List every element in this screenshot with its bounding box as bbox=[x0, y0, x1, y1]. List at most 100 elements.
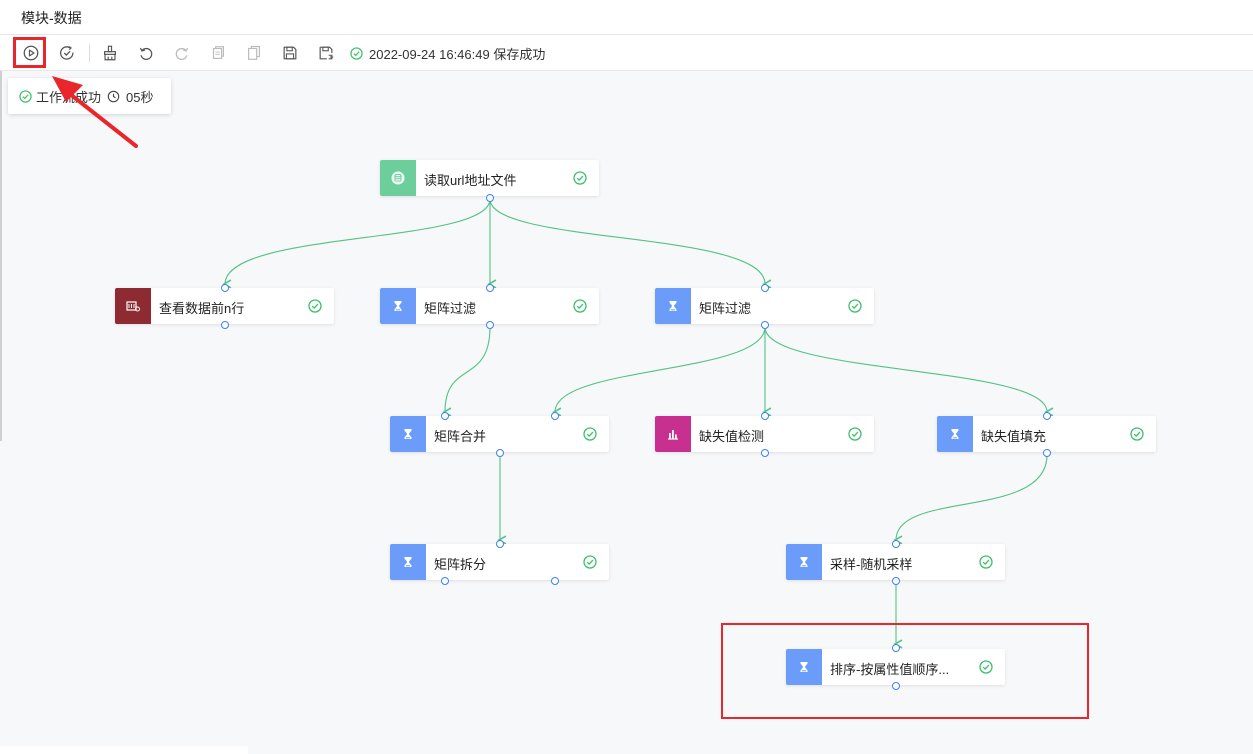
node-missing-value-fill[interactable]: 缺失值填充 bbox=[937, 416, 1156, 452]
input-port[interactable] bbox=[221, 284, 229, 292]
node-label: 采样-随机采样 bbox=[830, 557, 913, 572]
input-port[interactable] bbox=[486, 284, 494, 292]
node-missing-value-detect[interactable]: 缺失值检测 bbox=[655, 416, 874, 452]
success-check-icon bbox=[583, 427, 597, 441]
output-port[interactable] bbox=[1043, 449, 1051, 457]
success-check-icon bbox=[583, 555, 597, 569]
input-port[interactable] bbox=[441, 412, 449, 420]
output-port[interactable] bbox=[761, 449, 769, 457]
node-label: 缺失值填充 bbox=[981, 429, 1047, 444]
hourglass-icon bbox=[669, 301, 677, 311]
redo-button[interactable] bbox=[169, 40, 195, 66]
node-icon bbox=[380, 160, 416, 196]
copy-button[interactable] bbox=[205, 40, 231, 66]
output-port[interactable] bbox=[892, 682, 900, 690]
output-port[interactable] bbox=[551, 577, 559, 585]
run-icon bbox=[23, 45, 39, 61]
output-port[interactable] bbox=[486, 194, 494, 202]
hourglass-icon bbox=[951, 429, 959, 439]
output-port[interactable] bbox=[486, 321, 494, 329]
check-run-icon bbox=[60, 46, 74, 60]
output-port[interactable] bbox=[221, 321, 229, 329]
node-label: 矩阵拆分 bbox=[434, 557, 487, 572]
title-bar: 模块-数据 bbox=[0, 0, 1253, 35]
node-icon bbox=[390, 416, 426, 452]
node-icon bbox=[390, 544, 426, 580]
run-duration: 05秒 bbox=[126, 89, 154, 105]
success-check-icon bbox=[979, 660, 993, 674]
success-check-icon bbox=[848, 299, 862, 313]
left-scroll-edge bbox=[0, 71, 2, 441]
node-icon bbox=[937, 416, 973, 452]
run-button[interactable] bbox=[18, 40, 44, 66]
node-view-top-n-rows[interactable]: 查看数据前n行 bbox=[115, 288, 334, 324]
success-check-icon bbox=[573, 299, 587, 313]
node-icon bbox=[786, 544, 822, 580]
timer-icon bbox=[107, 90, 120, 102]
save-as-button[interactable] bbox=[313, 40, 339, 66]
undo-button[interactable] bbox=[133, 40, 159, 66]
success-check-icon bbox=[979, 555, 993, 569]
node-icon bbox=[786, 649, 822, 685]
page-title: 模块-数据 bbox=[21, 10, 82, 26]
success-check-icon bbox=[308, 299, 322, 313]
save-icon bbox=[283, 46, 297, 60]
format-button[interactable] bbox=[97, 40, 123, 66]
output-port[interactable] bbox=[892, 577, 900, 585]
input-port[interactable] bbox=[761, 284, 769, 292]
node-label: 缺失值检测 bbox=[699, 429, 765, 444]
success-check-icon bbox=[350, 47, 363, 60]
copy-icon bbox=[212, 46, 224, 59]
hourglass-icon bbox=[404, 557, 412, 567]
toolbar: 2022-09-24 16:46:49 保存成功 bbox=[0, 35, 1253, 71]
input-port[interactable] bbox=[1043, 412, 1051, 420]
input-port[interactable] bbox=[496, 540, 504, 548]
hourglass-icon bbox=[800, 662, 808, 672]
input-port[interactable] bbox=[761, 412, 769, 420]
output-port[interactable] bbox=[441, 577, 449, 585]
node-random-sampling[interactable]: 采样-随机采样 bbox=[786, 544, 1005, 580]
input-port[interactable] bbox=[892, 540, 900, 548]
check-run-button[interactable] bbox=[54, 40, 80, 66]
save-status: 2022-09-24 16:46:49 保存成功 bbox=[350, 44, 545, 63]
hourglass-icon bbox=[404, 429, 412, 439]
node-label: 排序-按属性值顺序... bbox=[830, 662, 950, 677]
hourglass-icon bbox=[394, 301, 402, 311]
toolbar-divider bbox=[89, 44, 90, 62]
paste-button[interactable] bbox=[241, 40, 267, 66]
undo-icon bbox=[139, 47, 153, 60]
run-status-text: 工作流成功 bbox=[36, 89, 102, 105]
node-label: 矩阵合并 bbox=[434, 429, 487, 444]
save-button[interactable] bbox=[277, 40, 303, 66]
output-port[interactable] bbox=[496, 449, 504, 457]
input-port[interactable] bbox=[892, 644, 900, 652]
database-icon bbox=[391, 171, 405, 185]
run-button-highlight bbox=[13, 37, 46, 68]
node-label: 查看数据前n行 bbox=[159, 301, 245, 316]
bottom-strip bbox=[0, 746, 248, 754]
node-matrix-split[interactable]: 矩阵拆分 bbox=[390, 544, 609, 580]
node-matrix-filter-1[interactable]: 矩阵过滤 bbox=[380, 288, 599, 324]
node-matrix-merge[interactable]: 矩阵合并 bbox=[390, 416, 609, 452]
table-preview-icon bbox=[126, 301, 140, 312]
input-port[interactable] bbox=[551, 412, 559, 420]
node-label: 读取url地址文件 bbox=[424, 173, 517, 188]
node-read-url-file[interactable]: 读取url地址文件 bbox=[380, 160, 599, 196]
bar-chart-icon bbox=[668, 430, 678, 440]
success-check-icon bbox=[19, 89, 32, 103]
node-matrix-filter-2[interactable]: 矩阵过滤 bbox=[655, 288, 874, 324]
output-port[interactable] bbox=[761, 321, 769, 329]
paste-icon bbox=[248, 45, 260, 60]
success-check-icon bbox=[1130, 427, 1144, 441]
success-check-icon bbox=[848, 427, 862, 441]
hourglass-icon bbox=[800, 557, 808, 567]
node-icon bbox=[380, 288, 416, 324]
brush-icon bbox=[104, 45, 116, 61]
node-sort-by-attribute[interactable]: 排序-按属性值顺序... bbox=[786, 649, 1005, 685]
node-icon bbox=[115, 288, 151, 324]
save-status-text: 2022-09-24 16:46:49 保存成功 bbox=[369, 47, 546, 62]
run-result-popup: 工作流成功 05秒 bbox=[8, 78, 171, 114]
node-icon bbox=[655, 416, 691, 452]
node-label: 矩阵过滤 bbox=[424, 301, 477, 316]
save-as-icon bbox=[319, 46, 334, 60]
